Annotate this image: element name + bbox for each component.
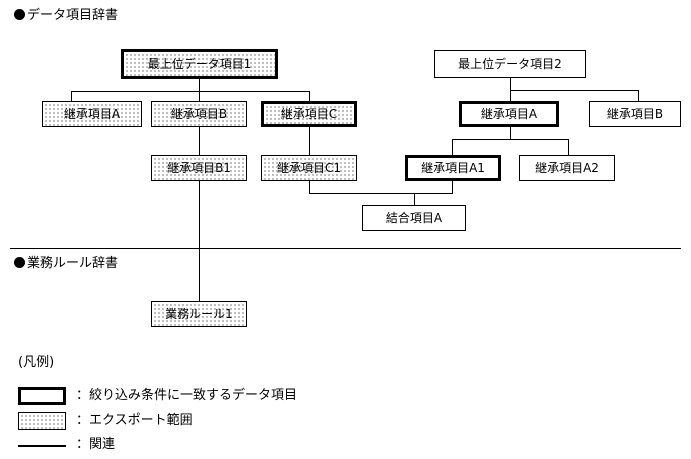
connector-root1-bus (71, 91, 309, 92)
legend-item-relation-label: ：関連 (76, 437, 116, 452)
node-inherit-item-a-label: 継承項目A (63, 107, 121, 121)
connector-root1-stem (199, 79, 200, 91)
connector-ra-stem (510, 127, 511, 139)
connector-root1-drop-c (309, 91, 310, 101)
connector-root1-drop-b (199, 91, 200, 101)
bullet-icon (14, 257, 25, 268)
node-right-inherit-item-a-label: 継承項目A (480, 107, 538, 121)
section-heading-business-rule-dictionary: 業務ルール辞書 (14, 256, 118, 272)
legend-swatch-dotted-fill-box-icon (18, 412, 66, 430)
node-right-inherit-item-a1[interactable]: 継承項目A1 (405, 155, 501, 181)
connector-join-bus (309, 193, 453, 194)
section-heading-data-dictionary: データ項目辞書 (14, 8, 118, 24)
connector-ra-bus (452, 139, 568, 140)
connector-b-to-b1 (199, 127, 200, 155)
connector-root2-drop-b (638, 90, 639, 101)
node-root-data-item-2-label: 最上位データ項目2 (458, 57, 562, 71)
legend-swatch-thick-border-box-icon (18, 387, 66, 405)
node-join-item-a[interactable]: 結合項目A (362, 205, 466, 231)
node-inherit-item-c-label: 継承項目C (280, 107, 338, 121)
legend-item-export-range-label: ：エクスポート範囲 (76, 413, 193, 428)
legend-title-label: (凡例) (18, 355, 55, 370)
connector-c1-down (309, 181, 310, 193)
node-inherit-item-b1-label: 継承項目B1 (167, 161, 231, 175)
node-business-rule-1[interactable]: 業務ルール1 (151, 301, 247, 327)
node-inherit-item-c1-label: 継承項目C1 (276, 161, 341, 175)
connector-root2-bus (510, 90, 638, 91)
node-right-inherit-item-a2[interactable]: 継承項目A2 (519, 155, 615, 181)
bullet-icon (14, 9, 25, 20)
node-root-data-item-1[interactable]: 最上位データ項目1 (121, 49, 278, 79)
node-business-rule-1-label: 業務ルール1 (165, 307, 233, 321)
legend-item-filtered-match: ：絞り込み条件に一致するデータ項目 (18, 387, 297, 405)
legend-title: (凡例) (18, 355, 54, 371)
legend-item-filtered-match-label: ：絞り込み条件に一致するデータ項目 (76, 388, 298, 403)
node-inherit-item-b[interactable]: 継承項目B (151, 101, 247, 127)
node-right-inherit-item-b-label: 継承項目B (606, 107, 664, 121)
legend-item-export-range: ：エクスポート範囲 (18, 412, 193, 430)
legend-item-relation: ：関連 (18, 436, 115, 454)
connector-root2-drop-a (510, 90, 511, 101)
connector-root2-stem (510, 78, 511, 90)
node-right-inherit-item-b[interactable]: 継承項目B (589, 101, 681, 127)
connector-a1-down (452, 181, 453, 193)
node-inherit-item-c1[interactable]: 継承項目C1 (261, 155, 357, 181)
section-heading-data-dictionary-label: データ項目辞書 (27, 8, 119, 23)
connector-b1-to-rule1 (199, 181, 200, 301)
connector-root1-drop-a (71, 91, 72, 101)
connector-c-to-c1 (309, 127, 310, 155)
node-inherit-item-b1[interactable]: 継承項目B1 (151, 155, 247, 181)
connector-ra-drop-a1 (452, 139, 453, 155)
section-divider (10, 248, 681, 249)
node-inherit-item-c[interactable]: 継承項目C (261, 101, 357, 127)
connector-join-stem (414, 193, 415, 205)
node-root-data-item-2[interactable]: 最上位データ項目2 (434, 50, 586, 78)
node-inherit-item-b-label: 継承項目B (170, 107, 228, 121)
section-heading-business-rule-dictionary-label: 業務ルール辞書 (27, 256, 119, 271)
node-right-inherit-item-a[interactable]: 継承項目A (459, 101, 559, 127)
node-inherit-item-a[interactable]: 継承項目A (42, 101, 142, 127)
node-join-item-a-label: 結合項目A (385, 211, 443, 225)
connector-ra-drop-a2 (568, 139, 569, 155)
node-right-inherit-item-a2-label: 継承項目A2 (535, 161, 599, 175)
legend-swatch-solid-line-icon (18, 436, 66, 454)
node-right-inherit-item-a1-label: 継承項目A1 (421, 161, 485, 175)
node-root-data-item-1-label: 最上位データ項目1 (147, 57, 252, 71)
